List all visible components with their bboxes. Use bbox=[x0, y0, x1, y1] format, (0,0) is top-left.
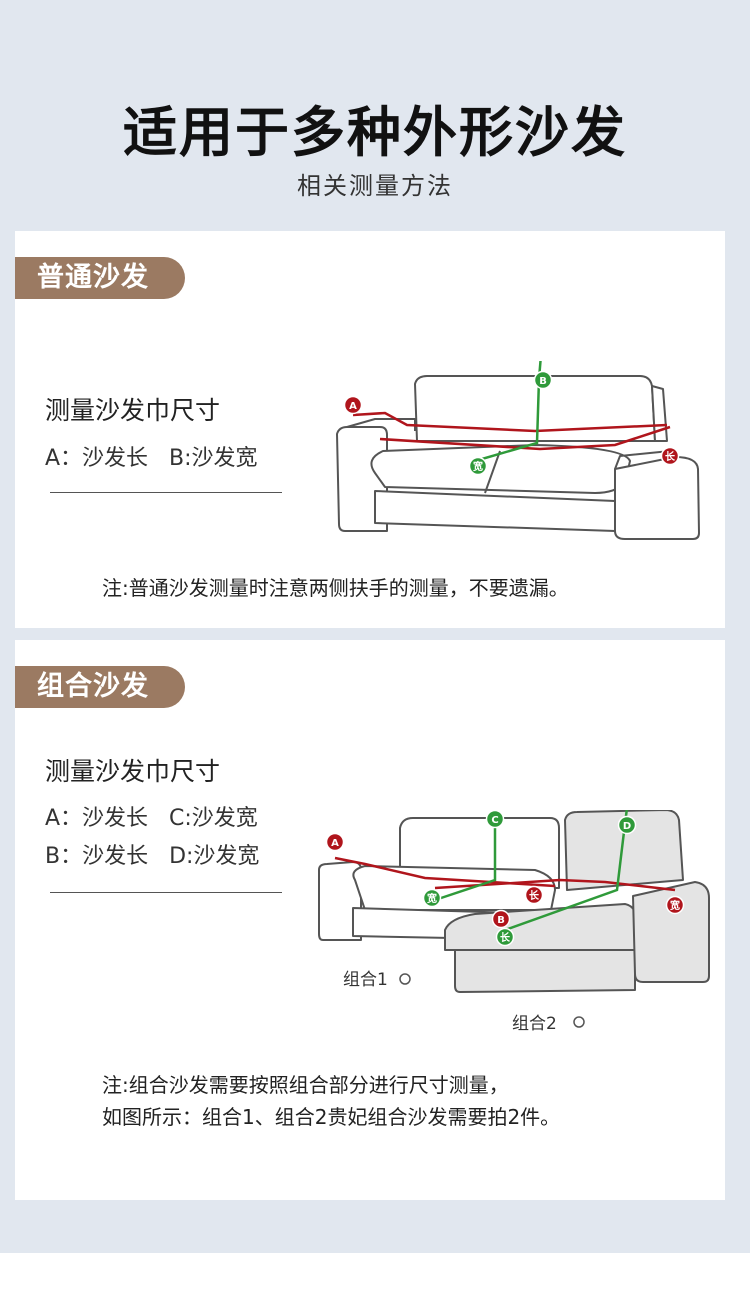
combo-sofa-card: 组合沙发 测量沙发巾尺寸 A：沙发长 C:沙发宽 B：沙发长 D:沙发宽 A B bbox=[15, 640, 725, 1200]
measure-legend-line: A：沙发长 B:沙发宽 bbox=[45, 446, 258, 471]
page-title: 适用于多种外形沙发 bbox=[123, 101, 627, 164]
combo-part-1-label: 组合1 bbox=[343, 970, 388, 990]
badge-d-label: D bbox=[623, 821, 631, 832]
badge-length-label: 长 bbox=[665, 450, 676, 463]
measure-heading: 测量沙发巾尺寸 bbox=[45, 757, 221, 786]
note-combo-line-2: 如图所示：组合1、组合2贵妃组合沙发需要拍2件。 bbox=[102, 1105, 561, 1129]
measure-legend-line-2: B：沙发长 D:沙发宽 bbox=[45, 844, 260, 869]
combo-part-2-label: 组合2 bbox=[512, 1014, 557, 1034]
ordinary-sofa-card: 普通沙发 测量沙发巾尺寸 A：沙发长 B:沙发宽 bbox=[15, 231, 725, 628]
badge-width-label-2: 宽 bbox=[669, 899, 680, 912]
combo-part-1-marker bbox=[399, 973, 411, 985]
badge-a-label: A bbox=[349, 401, 357, 412]
page-subtitle: 相关测量方法 bbox=[297, 172, 453, 200]
badge-b-label: B bbox=[539, 376, 547, 387]
ordinary-sofa-diagram bbox=[336, 361, 700, 540]
badge-b-label: B bbox=[497, 915, 505, 926]
measure-legend-line-1: A：沙发长 C:沙发宽 bbox=[45, 806, 258, 831]
ordinary-badges: A B 宽 长 bbox=[343, 370, 680, 476]
divider bbox=[50, 492, 282, 493]
badge-a-label: A bbox=[331, 838, 339, 849]
badge-length-label-2: 长 bbox=[500, 931, 511, 944]
badge-length-label-1: 长 bbox=[529, 889, 540, 902]
badge-c-label: C bbox=[491, 815, 498, 826]
divider bbox=[50, 892, 282, 893]
footer-band bbox=[0, 1253, 750, 1295]
combo-sofa-diagram: A B C D 宽 长 宽 长 组合1 组合2 bbox=[318, 810, 710, 1034]
section-tag-combo: 组合沙发 bbox=[15, 666, 185, 708]
note-combo-line-1: 注:组合沙发需要按照组合部分进行尺寸测量， bbox=[102, 1073, 509, 1097]
section-tag-ordinary: 普通沙发 bbox=[15, 257, 185, 299]
measure-heading: 测量沙发巾尺寸 bbox=[45, 396, 221, 425]
badge-width-label-1: 宽 bbox=[426, 892, 437, 905]
note-ordinary: 注:普通沙发测量时注意两侧扶手的测量，不要遗漏。 bbox=[102, 576, 569, 600]
badge-width-label: 宽 bbox=[472, 460, 483, 473]
combo-part-2-marker bbox=[573, 1016, 585, 1028]
